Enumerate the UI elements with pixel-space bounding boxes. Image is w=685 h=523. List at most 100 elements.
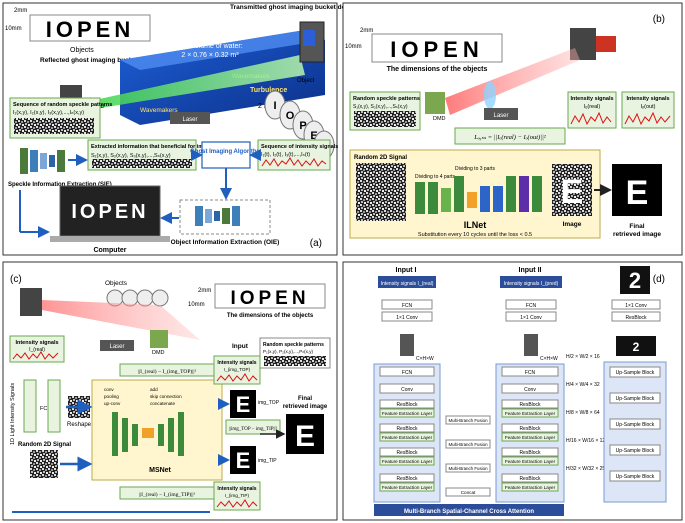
c-one-d: 1D Light Intensity Signals: [10, 383, 16, 445]
c-final-l1: Final: [298, 396, 312, 402]
c-img-top-label: img_TOP: [258, 400, 280, 406]
b-speckle-formula: S₁(x,y), S₂(x,y),...,Sₙ(x,y): [353, 104, 408, 110]
b-lens: [484, 81, 496, 109]
c-laser: [100, 340, 134, 351]
svg-text:I: I: [273, 100, 276, 112]
speckle-seq-formula: I₁(x,y), I₂(x,y), I₃(x,y),...,Iₙ(x,y): [13, 110, 84, 116]
c-int-real-box: [9, 335, 65, 363]
d-up-4: Up-Sample Block: [616, 448, 655, 454]
ghost-imaging-algorithm: [201, 141, 251, 169]
c-int-top-sym: I_(img_TOP): [224, 367, 251, 372]
water-volume-2: 2 × 0.76 × 0.32 m³: [181, 52, 239, 59]
svg-text:Conv: Conv: [524, 387, 536, 393]
svg-text:ResBlock: ResBlock: [519, 476, 541, 482]
b-random2d: Random 2D Signal: [354, 155, 407, 161]
c-int-real-title: Intensity signals: [15, 340, 58, 346]
svg-text:Feature Extraction Layer: Feature Extraction Layer: [382, 411, 433, 416]
panel-d-label: (d): [653, 274, 665, 285]
d-mbf-2: Multi-Branch Fusion: [448, 442, 488, 447]
transmitted-detector-label: Transmitted ghost imaging bucket detecto…: [230, 4, 384, 11]
signal-wave: [261, 157, 327, 167]
c-int-real-sym: I_(real): [29, 347, 45, 353]
svg-text:ResBlock: ResBlock: [519, 450, 541, 456]
b-substitution: Substitution every 10 cycles until the l…: [418, 232, 532, 238]
intensity-seq-title: Sequence of intensity signals: [261, 144, 338, 150]
wavemakers-label-2: Wavemakers: [140, 107, 178, 114]
c-banner-text: IOPEN: [230, 288, 309, 309]
d-conv11-1: 1×1 Conv: [396, 315, 418, 321]
c-legend: conv pooling up-conv add skip connection…: [104, 387, 182, 406]
b-ilnet-blocks: [415, 176, 542, 214]
b-laser: [484, 108, 518, 120]
d-input1: Input I: [396, 267, 417, 274]
svg-text:ResBlock: ResBlock: [396, 476, 418, 482]
object-label: Object: [297, 78, 315, 84]
c-dmd-label: DMD: [152, 350, 165, 356]
svg-text:O: O: [286, 110, 295, 122]
b-image-letter: E: [561, 173, 584, 211]
b-image: [552, 164, 592, 216]
c-img-top: [230, 390, 256, 418]
c-reshape: Reshape: [67, 422, 92, 428]
b-div3: Dividing to 3 parts: [455, 166, 496, 172]
d-mbf-1: Multi-Branch Fusion: [448, 418, 488, 423]
d-up-3: Up-Sample Block: [616, 422, 655, 428]
c-dims: The dimensions of the objects: [227, 313, 314, 319]
svg-text:FCN: FCN: [402, 370, 413, 376]
svg-text:ResBlock: ResBlock: [396, 426, 418, 432]
b-speckle-title: Random speckle patterns: [353, 96, 420, 102]
svg-text:Feature Extraction Layer: Feature Extraction Layer: [382, 459, 433, 464]
svg-text:ResBlock: ResBlock: [396, 402, 418, 408]
laser-beam: [95, 55, 305, 108]
svg-text:Feature Extraction Layer: Feature Extraction Layer: [505, 435, 556, 440]
d-size-3: H/16 × W/16 × 128: [566, 438, 608, 444]
b-div4: Dividing to 4 parts: [415, 174, 456, 180]
b-final-l1: Final: [629, 223, 644, 230]
svg-text:up-conv: up-conv: [104, 401, 121, 406]
panel-a-label: (a): [310, 238, 322, 249]
c-objects: Objects: [105, 280, 128, 287]
intensity-seq-formula: I₁(t), I₂(t), I₃(t),...,Iₙ(t): [261, 152, 310, 158]
b-int-real-sym: Iₒ(real): [584, 104, 601, 110]
banner-text: IOPEN: [46, 17, 134, 42]
laser-label: Laser: [182, 117, 197, 123]
extracted-title: Extracted information that beneficial fo…: [91, 144, 218, 150]
c-int-top-title: Intensity signals: [217, 360, 256, 366]
b-random-signal: [356, 163, 406, 221]
b-loss: Lₒᵧₛₛ = ||Iₒ(real) − Iₒ(out)||²: [473, 134, 546, 141]
c-img-top-letter: E: [236, 392, 251, 417]
oie-label: Object Information Extraction (OIE): [171, 239, 280, 246]
d-up-1: Up-Sample Block: [616, 370, 655, 376]
b-laser-label: Laser: [493, 113, 508, 119]
svg-text:concatenate: concatenate: [150, 401, 175, 406]
d-size-1: H/4 × W/4 × 32: [566, 382, 600, 388]
panel-b-label: (b): [653, 14, 665, 25]
c-random-signal: [30, 450, 58, 478]
b-image-label: Image: [563, 221, 582, 228]
svg-text:Feature Extraction Layer: Feature Extraction Layer: [382, 435, 433, 440]
reflected-detector-label: Reflected ghost imaging bucket detector …: [40, 57, 186, 64]
c-final-l2: retrieved image: [283, 404, 328, 410]
b-ilnet: ILNet: [464, 220, 487, 230]
d-conv11-2: 1×1 Conv: [520, 315, 542, 321]
d-resblock-out: ResBlock: [625, 315, 647, 321]
objects-caption: Objects: [70, 47, 94, 54]
d-mbf-3: Multi-Branch Fusion: [448, 466, 488, 471]
svg-text:Feature Extraction Layer: Feature Extraction Layer: [505, 411, 556, 416]
d-up-2: Up-Sample Block: [616, 396, 655, 402]
extracted-formula: S₁(x,y), S₂(x,y), S₃(x,y),...,Sₙ(x,y): [91, 153, 171, 159]
turbulence-label: Turbulence: [250, 87, 287, 94]
panel-d: (d) Input I Input II 2 Intensity signals…: [342, 261, 683, 521]
d-chw-2: C×H×W: [540, 356, 558, 362]
d-output-stack: [616, 336, 656, 356]
d-int1: Intensity signals I_(real): [381, 281, 434, 287]
panel-c: (c) Objects 2mm 10mm IOPEN The dimension…: [2, 261, 338, 521]
water-volume-1: The volume of water:: [177, 43, 242, 50]
svg-text:E: E: [310, 130, 317, 142]
d-mbsca: Multi-Branch Spatial-Channel Cross Atten…: [404, 509, 534, 515]
b-dmd: [425, 92, 445, 114]
c-speckle-formula: P₁(x,y), P₂(x,y),...,Pₙ(x,y): [263, 349, 314, 354]
svg-text:Conv: Conv: [401, 387, 413, 393]
c-int-bot-sym: I_(img_TIP): [225, 493, 249, 498]
